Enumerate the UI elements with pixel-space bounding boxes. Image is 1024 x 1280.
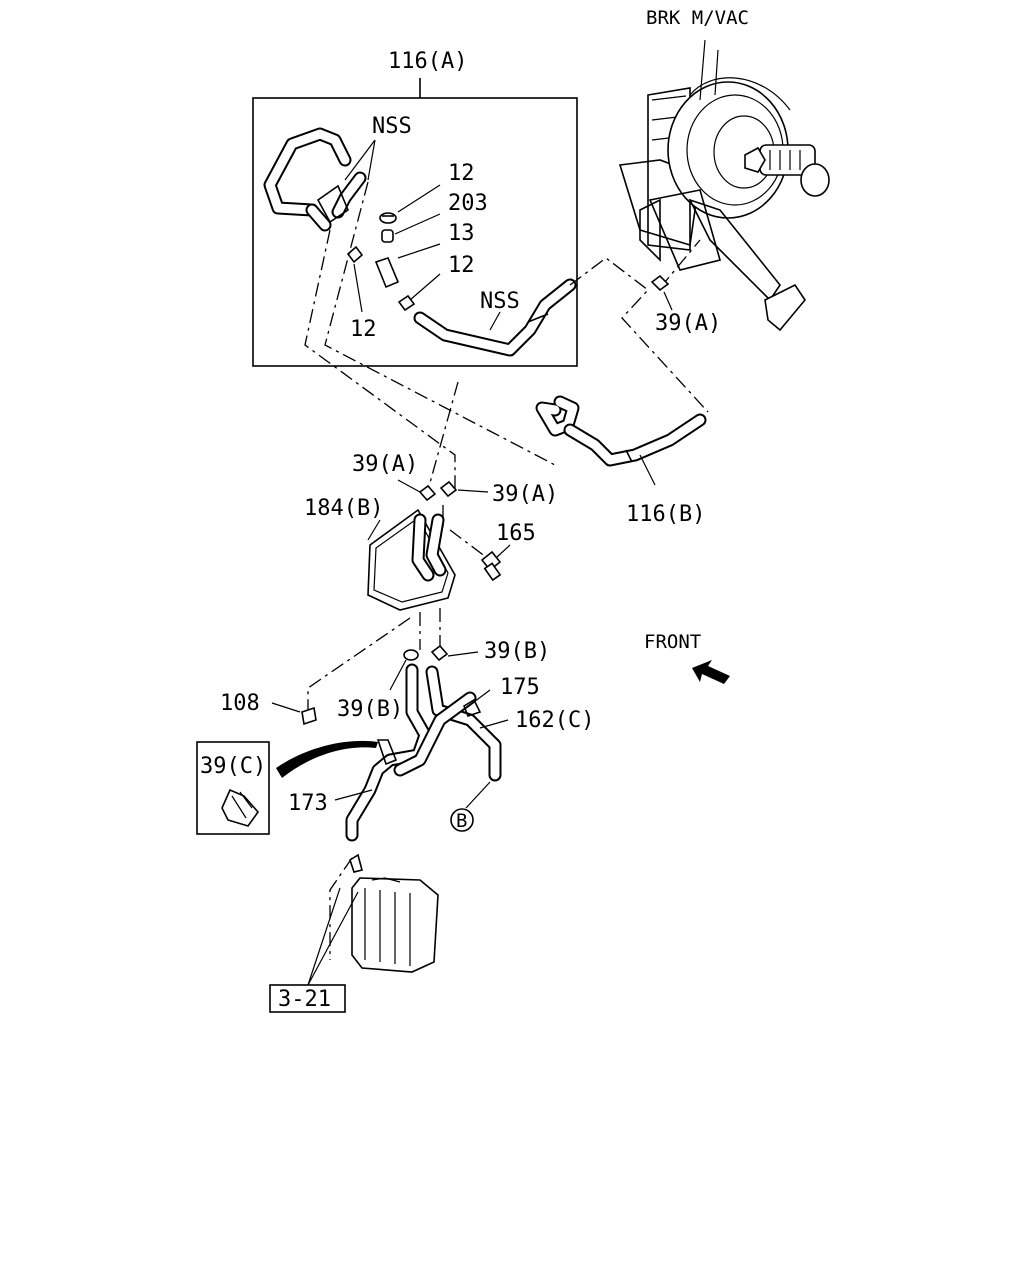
label-nss-mid: NSS (480, 289, 520, 314)
clip-39c-detail (221, 788, 260, 827)
label-165: 165 (496, 521, 536, 546)
label-203: 203 (448, 191, 488, 216)
box-3-21-frame (269, 984, 346, 1013)
label-39a-right: 39(A) (655, 311, 721, 336)
label-116a: 116(A) (388, 49, 467, 74)
label-12-c: 12 (350, 317, 377, 342)
clip-39a-mid (439, 480, 489, 498)
leaders-box (344, 139, 501, 331)
label-39a-mid: 39(A) (492, 482, 558, 507)
label-108: 108 (220, 691, 260, 716)
label-front: FRONT (644, 631, 701, 653)
label-ref-b: B (456, 810, 467, 832)
box-39c-frame (196, 741, 270, 835)
hose-nss-top (263, 127, 367, 232)
hose-116b (535, 395, 707, 486)
clip-39a-left (397, 479, 437, 502)
clip-39a-right (650, 274, 673, 311)
label-175: 175 (500, 675, 540, 700)
label-3-21: 3-21 (278, 987, 331, 1012)
bracket-184b (367, 508, 456, 611)
front-arrow-icon (692, 660, 730, 684)
fitting-203 (381, 229, 394, 243)
clip-39b-right (430, 644, 479, 662)
dash-connectors (304, 181, 709, 960)
callout-arrow-39c (276, 740, 378, 778)
box-116a-frame (252, 97, 578, 367)
label-brk-mvac: BRK M/VAC (646, 7, 749, 29)
reference-circle-b (450, 808, 474, 832)
fitting-12-left (346, 245, 364, 264)
brake-booster-illustration (618, 39, 830, 332)
label-39b-right: 39(B) (484, 639, 550, 664)
label-39b-left: 39(B) (337, 697, 403, 722)
label-173: 173 (288, 791, 328, 816)
label-39a-left: 39(A) (352, 452, 418, 477)
label-12-b: 12 (448, 253, 475, 278)
fitting-12-top (379, 212, 397, 224)
label-12-a: 12 (448, 161, 475, 186)
label-13: 13 (448, 221, 475, 246)
pipe-13 (374, 257, 400, 289)
canister-3-21 (349, 853, 439, 973)
label-184b: 184(B) (304, 496, 383, 521)
clip-39b-left (389, 649, 419, 691)
bolt-165 (480, 544, 511, 582)
hose-assembly-lower (334, 663, 509, 842)
label-nss-top: NSS (372, 114, 412, 139)
bolt-108 (271, 702, 317, 726)
label-39c: 39(C) (200, 754, 266, 779)
label-162c: 162(C) (515, 708, 594, 733)
hose-nss-mid (413, 278, 577, 357)
label-116b: 116(B) (626, 502, 705, 527)
